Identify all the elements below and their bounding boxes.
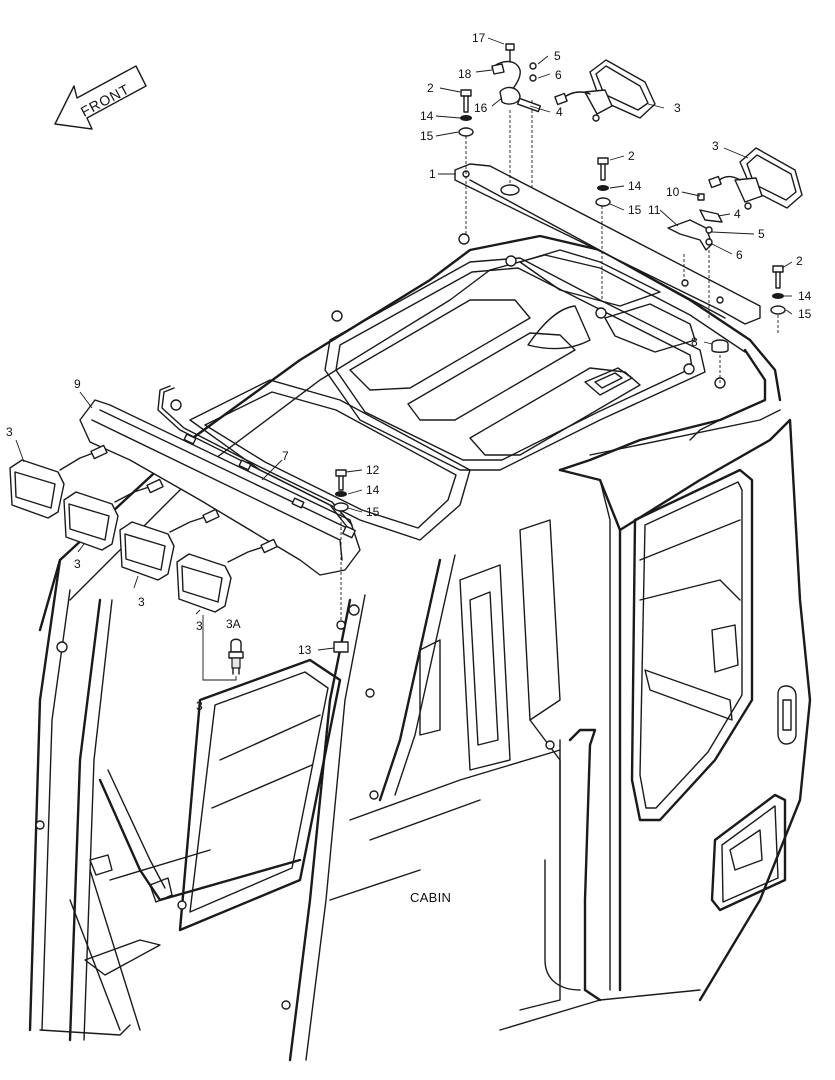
cabin-body — [28, 233, 812, 1062]
callout-4: 4 — [556, 105, 563, 119]
callout-2: 2 — [796, 254, 803, 268]
callout-15: 15 — [366, 505, 380, 519]
front-lamp-bar — [79, 385, 361, 576]
callout-5: 5 — [554, 49, 561, 63]
upper-work-lamp-right — [708, 147, 803, 210]
upper-work-lamp-left — [554, 59, 656, 122]
front-work-lamp-3 — [119, 508, 220, 581]
wiring-clips-top — [491, 43, 723, 251]
front-direction-arrow: FRONT — [54, 65, 147, 130]
callout-14: 14 — [366, 483, 380, 497]
lamp-bar-fasteners — [333, 469, 349, 653]
callout-2: 2 — [628, 149, 635, 163]
callout-15: 15 — [420, 129, 434, 143]
callout-3: 3 — [196, 619, 203, 633]
lamp-group-bracket — [202, 615, 237, 681]
callout-3: 3 — [196, 699, 203, 713]
callout-11: 11 — [648, 203, 661, 217]
callout-5: 5 — [758, 227, 765, 241]
callout-3: 3 — [6, 425, 13, 439]
callout-6: 6 — [736, 248, 743, 262]
callout-9: 9 — [74, 377, 81, 391]
callout-2: 2 — [427, 81, 434, 95]
callout-3: 3 — [674, 101, 681, 115]
callout-3: 3 — [712, 139, 719, 153]
callout-3A: 3A — [226, 617, 241, 631]
callout-15: 15 — [798, 307, 812, 321]
callout-14: 14 — [628, 179, 642, 193]
callout-8: 8 — [691, 335, 698, 349]
front-label: FRONT — [78, 81, 133, 120]
callout-leaders — [15, 37, 793, 651]
callout-3: 3 — [74, 557, 81, 571]
lamp-bulb — [228, 638, 244, 675]
bracket-fasteners — [458, 89, 786, 353]
roof-light-bracket — [454, 100, 779, 385]
callout-14: 14 — [798, 289, 812, 303]
callout-14: 14 — [420, 109, 434, 123]
callout-17: 17 — [472, 31, 486, 45]
callout-10: 10 — [666, 185, 680, 199]
cabin-label: CABIN — [410, 890, 451, 905]
callout-labels: 17 5 18 6 3 2 16 4 14 15 1 2 14 15 3 10 … — [6, 31, 812, 713]
callout-18: 18 — [458, 67, 472, 81]
callout-13: 13 — [298, 643, 312, 657]
callout-6: 6 — [555, 68, 562, 82]
callout-16: 16 — [474, 101, 488, 115]
callout-7: 7 — [282, 449, 289, 463]
front-work-lamp-2 — [63, 478, 164, 551]
callout-1: 1 — [429, 167, 436, 181]
front-work-lamp-1 — [9, 444, 108, 519]
callout-4: 4 — [734, 207, 741, 221]
front-work-lamp-4 — [176, 538, 278, 613]
callout-12: 12 — [366, 463, 380, 477]
callout-15: 15 — [628, 203, 642, 217]
callout-3: 3 — [138, 595, 145, 609]
